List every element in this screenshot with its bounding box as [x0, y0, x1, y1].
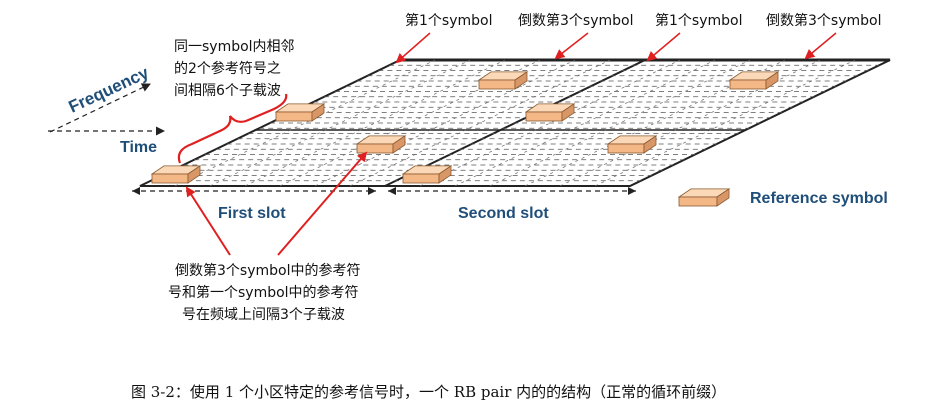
reference-symbols: [150, 71, 780, 184]
time-grid-line: [174, 59, 436, 187]
reference-symbol-block: [606, 135, 658, 154]
time-grid-line: [594, 59, 856, 187]
annotation-bottom-line-3: 号在频域上间隔3个子载波: [182, 307, 345, 323]
legend-swatch: [677, 188, 731, 207]
axes: Frequency Time: [48, 63, 165, 156]
second-slot-label: Second slot: [458, 205, 549, 222]
time-grid-line: [244, 59, 506, 187]
time-grid-line: [314, 59, 576, 187]
legend-block-shape: [677, 188, 731, 207]
slot-dimensions: First slot Second slot: [132, 187, 636, 222]
annotation-top-line-2: 的2个参考符号之: [174, 60, 281, 77]
symbol-label-2-arrow: [554, 32, 589, 60]
symbol-label-4: 倒数第3个symbol: [766, 12, 881, 29]
reference-symbol-block: [150, 165, 202, 184]
legend-label: Reference symbol: [750, 190, 888, 207]
spacing-brace: [177, 93, 288, 164]
symbol-label-4-arrow: [804, 32, 837, 60]
reference-symbol-block: [355, 135, 407, 154]
time-grid-line: [454, 59, 716, 187]
offset-arrow-1: [185, 186, 231, 256]
reference-symbol-block: [524, 103, 576, 122]
time-grid-line: [349, 59, 611, 187]
reference-symbol-block: [274, 103, 326, 122]
symbol-label-1-arrow: [395, 32, 431, 64]
symbol-labels: 第1个symbol 倒数第3个symbol 第1个symbol 倒数第3个sym…: [395, 12, 881, 64]
reference-symbol-block: [477, 71, 529, 90]
annotation-top-line-1: 同一symbol内相邻: [174, 39, 295, 55]
figure-caption: 图 3-2：使用 1 个小区特定的参考信号时，一个 RB pair 内的的结构（…: [131, 383, 726, 401]
time-grid-line: [209, 59, 471, 187]
first-slot-label: First slot: [218, 205, 286, 222]
offset-arrow-2: [277, 151, 368, 256]
frequency-axis-arrow: [49, 83, 151, 133]
reference-symbol-block: [401, 165, 453, 184]
symbol-label-2: 倒数第3个symbol: [518, 12, 633, 29]
symbol-label-3: 第1个symbol: [655, 12, 742, 29]
frequency-axis-label: Frequency: [66, 63, 152, 117]
time-grid-line: [489, 59, 751, 187]
time-grid-line: [419, 59, 681, 187]
frequency-offset-annotation: 倒数第3个symbol中的参考符 号和第一个symbol中的参考符 号在频域上间…: [168, 151, 368, 323]
annotation-bottom-line-1: 倒数第3个symbol中的参考符: [175, 262, 360, 279]
time-axis-label: Time: [120, 139, 157, 156]
symbol-label-1: 第1个symbol: [405, 12, 492, 29]
legend: Reference symbol: [677, 188, 888, 207]
annotation-top-line-3: 间相隔6个子载波: [174, 83, 281, 99]
reference-symbol-block: [728, 71, 780, 90]
subcarrier-spacing-annotation: 同一symbol内相邻 的2个参考符号之 间相隔6个子载波: [174, 39, 295, 164]
annotation-bottom-line-2: 号和第一个symbol中的参考符: [168, 284, 359, 301]
symbol-label-3-arrow: [646, 32, 681, 62]
